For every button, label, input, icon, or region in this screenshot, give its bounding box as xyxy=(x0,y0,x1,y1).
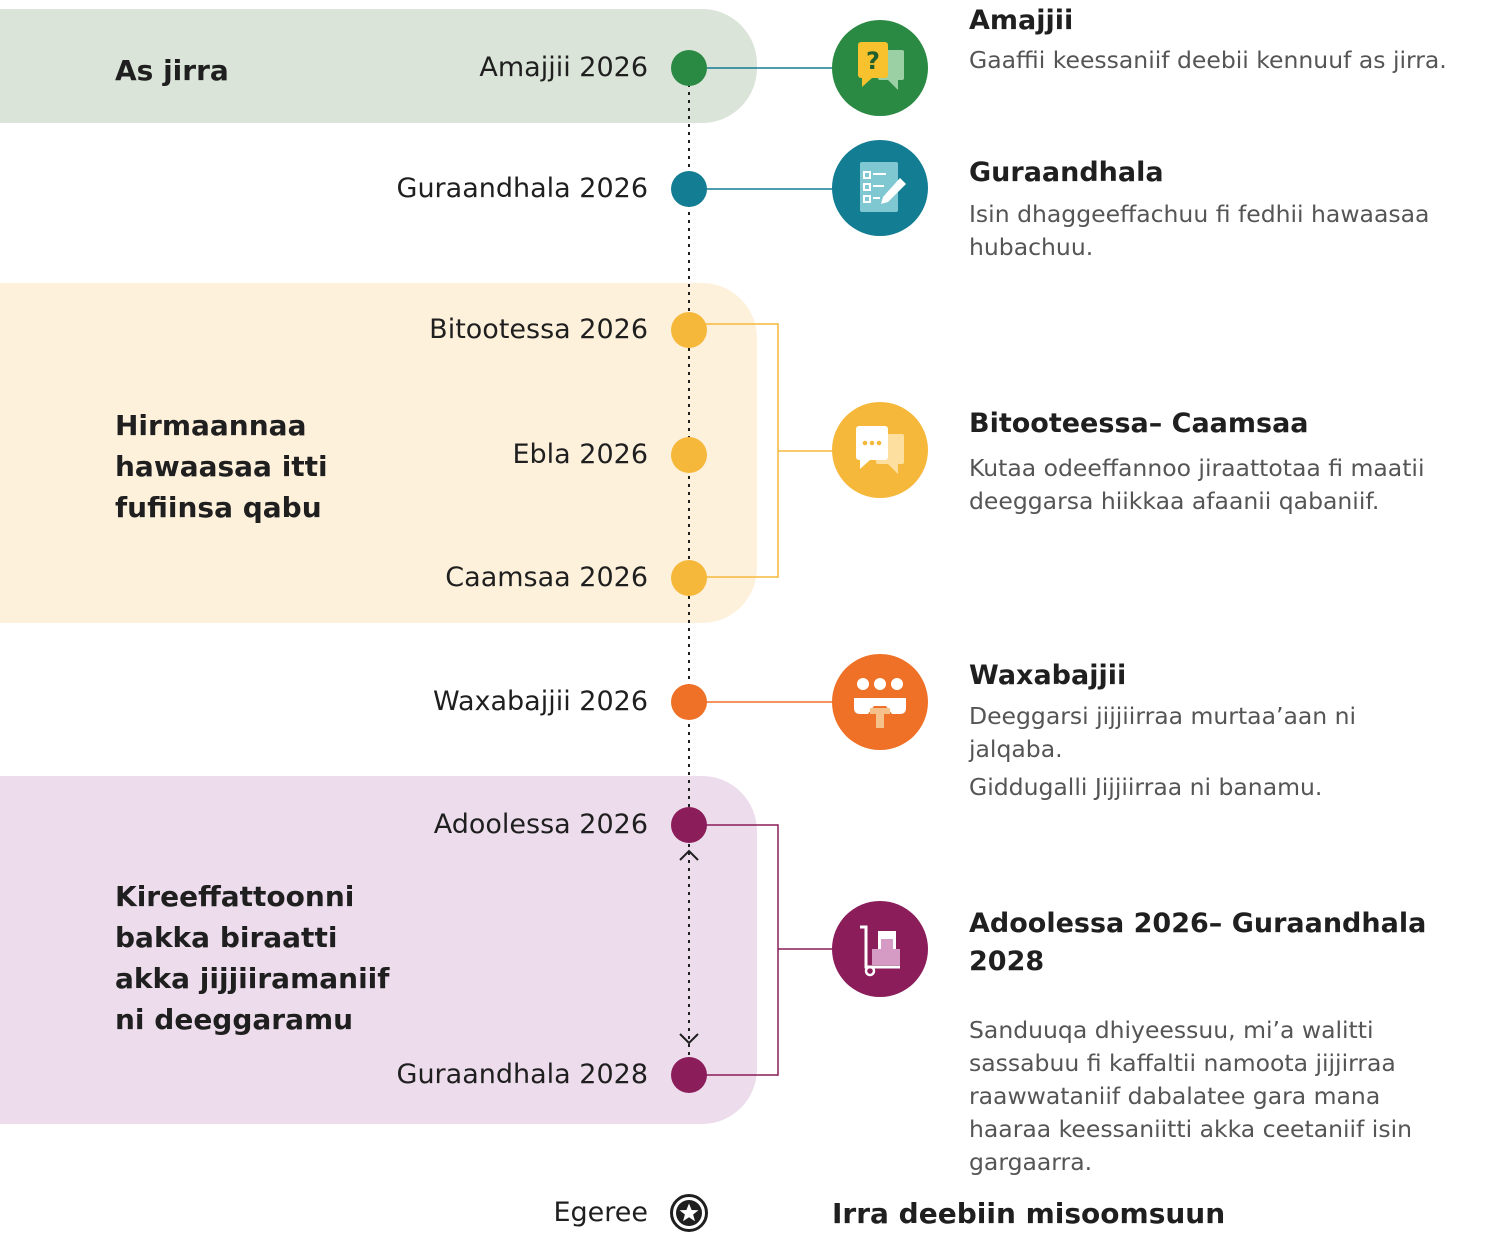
date-label: Bitootessa 2026 xyxy=(429,314,648,345)
step-title-waxabajjii: Waxabajjii xyxy=(969,660,1127,691)
bracket-adoolessa-guraandhala xyxy=(689,824,834,1076)
step-desc-adoolessa: Sanduuqa dhiyeessuu, mi’a walitti sassab… xyxy=(969,1014,1449,1179)
star-circle-icon xyxy=(670,1194,708,1232)
date-label: Ebla 2026 xyxy=(512,439,648,470)
timeline-node-guraandhala-2028 xyxy=(671,1057,707,1093)
step-desc-bitooteessa: Kutaa odeeffannoo jiraattotaa fi maatii … xyxy=(969,452,1449,518)
phase-label-as-jirra: As jirra xyxy=(115,54,229,87)
step-desc-guraandhala: Isin dhaggeeffachuu fi fedhii hawaasaa h… xyxy=(969,198,1449,264)
phase-band-community xyxy=(0,283,757,623)
footer-title: Irra deebiin misoomsuun xyxy=(832,1197,1226,1230)
timeline-node-guraandhala xyxy=(671,171,707,207)
step-title-bitooteessa: Bitooteessa– Caamsaa xyxy=(969,408,1309,439)
date-label: Waxabajjii 2026 xyxy=(432,686,648,717)
step-desc-line: Sanduuqa dhiyeessuu, mi’a walitti sassab… xyxy=(969,1016,1413,1176)
date-label: Adoolessa 2026 xyxy=(433,809,648,840)
timeline-node-bitootessa xyxy=(671,312,707,348)
question-speech-bubble-icon: ? xyxy=(832,20,928,116)
phase-label-relocation: Kireeffattoonni bakka biraatti akka jijj… xyxy=(115,880,390,1036)
timeline-node-amajjii xyxy=(671,50,707,86)
down-arrow-icon xyxy=(679,1033,699,1045)
step-desc-amajjii: Gaaffii keessaniif deebii kennuuf as jir… xyxy=(969,44,1449,77)
moving-trolley-boxes-icon xyxy=(832,901,928,997)
step-title-guraandhala: Guraandhala xyxy=(969,157,1164,188)
step-desc-line: Isin dhaggeeffachuu fi fedhii hawaasaa h… xyxy=(969,200,1430,261)
timeline-node-caamsaa xyxy=(671,560,707,596)
bracket-bitootessa-caamsaa xyxy=(689,323,834,578)
svg-text:?: ? xyxy=(866,47,880,75)
step-title-adoolessa: Adoolessa 2026– Guraandhala 2028 xyxy=(969,908,1427,977)
step-desc-line: Deeggarsi jijjiirraa murtaa’aan ni jalqa… xyxy=(969,702,1357,763)
checklist-pencil-icon xyxy=(832,140,928,236)
date-label: Guraandhala 2026 xyxy=(396,173,648,204)
up-arrow-icon xyxy=(679,849,699,861)
step-desc-line: Gaaffii keessaniif deebii kennuuf as jir… xyxy=(969,46,1447,74)
chat-dots-icon xyxy=(832,402,928,498)
step-title-amajjii: Amajjii xyxy=(969,5,1074,36)
step-desc-waxabajjii: Deeggarsi jijjiirraa murtaa’aan ni jalqa… xyxy=(969,700,1449,804)
phase-band-as-jirra xyxy=(0,9,757,123)
legend-label: Egeree xyxy=(553,1197,648,1228)
date-label: Amajjii 2026 xyxy=(479,52,648,83)
phase-band-relocation xyxy=(0,776,757,1124)
date-label: Caamsaa 2026 xyxy=(445,562,648,593)
step-desc-line: Giddugalli Jijjiirraa ni banamu. xyxy=(969,773,1323,801)
timeline-node-ebla xyxy=(671,437,707,473)
group-meeting-icon xyxy=(832,654,928,750)
timeline-node-adoolessa xyxy=(671,807,707,843)
date-label: Guraandhala 2028 xyxy=(396,1059,648,1090)
phase-label-community: Hirmaannaa hawaasaa itti fufiinsa qabu xyxy=(115,409,328,524)
step-desc-line: Kutaa odeeffannoo jiraattotaa fi maatii … xyxy=(969,454,1425,515)
timeline-node-waxabajjii xyxy=(671,684,707,720)
